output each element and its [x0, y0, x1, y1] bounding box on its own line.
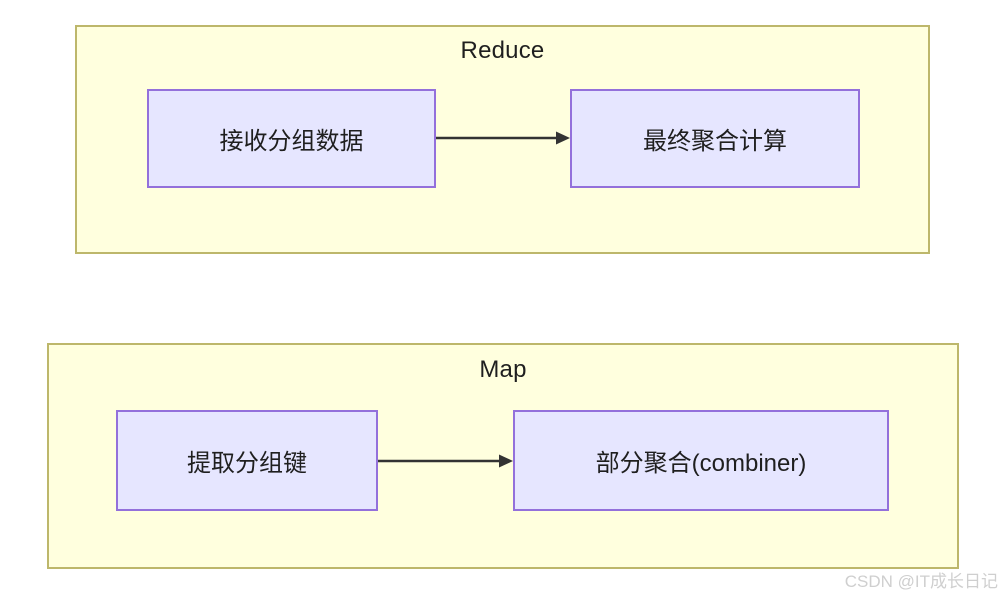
lane-map-title: Map — [479, 356, 527, 383]
arrow-extract-to-partial-aggregation — [378, 454, 513, 468]
lane-reduce-title: Reduce — [460, 37, 545, 64]
node-extract-group-key[interactable]: 提取分组键 — [116, 410, 378, 511]
node-partial-aggregation[interactable]: 部分聚合(combiner) — [513, 410, 889, 511]
node-receive-grouped-data[interactable]: 接收分组数据 — [147, 89, 436, 188]
node-final-aggregation[interactable]: 最终聚合计算 — [570, 89, 860, 188]
watermark-text: CSDN @IT成长日记 — [844, 572, 998, 591]
arrow-receive-to-final-aggregation — [436, 131, 570, 145]
